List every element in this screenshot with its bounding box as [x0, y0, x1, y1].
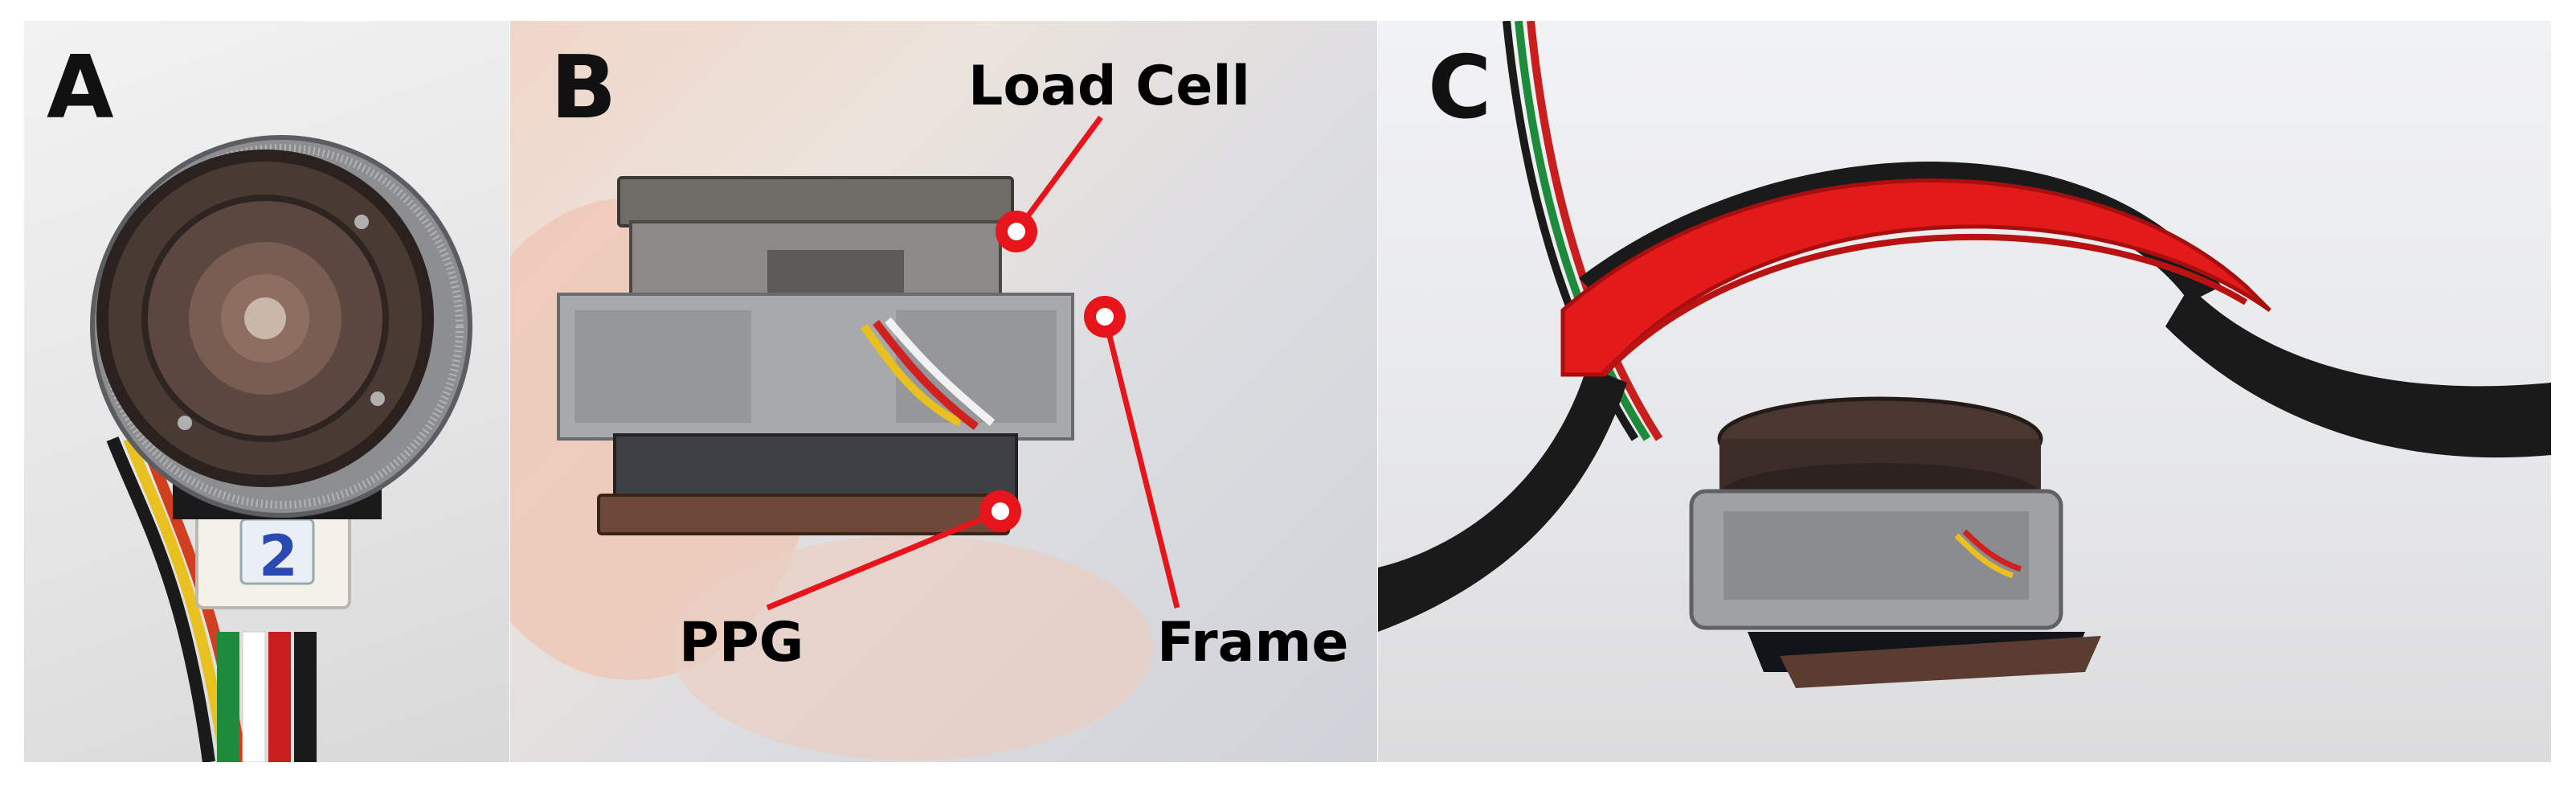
ppg-board: [597, 494, 1010, 535]
panel-b-photo: B Load Cell PPG Frame: [510, 21, 1377, 762]
ppg-callout-dot: [979, 490, 1021, 532]
frame-callout-dot: [1084, 296, 1126, 338]
sensor-top-view-image: 2: [90, 135, 472, 762]
panel-a-photo: 2 A: [24, 21, 509, 762]
sensor-side-view-image: [510, 115, 1180, 760]
band-left: [1378, 367, 1627, 632]
label-frame: Frame: [1157, 611, 1349, 674]
ppg-callout-line: [766, 508, 1002, 611]
sensor-in-strap-image: [1378, 21, 2551, 688]
red-strap: [1560, 178, 2271, 377]
panel-c-photo: C: [1378, 21, 2551, 762]
label-load-cell: Load Cell: [968, 55, 1250, 118]
panel-label-c: C: [1428, 38, 1491, 138]
load-cell-callout-line: [1014, 115, 1103, 234]
frame-callout-line: [1102, 316, 1180, 609]
svg-text:2: 2: [259, 523, 298, 589]
top-plate: [617, 176, 1014, 227]
load-cell-callout-dot: [996, 211, 1037, 252]
panel-label-a: A: [47, 38, 114, 138]
band-right: [2165, 286, 2551, 458]
label-ppg: PPG: [679, 611, 804, 674]
panel-label-b: B: [550, 38, 616, 138]
